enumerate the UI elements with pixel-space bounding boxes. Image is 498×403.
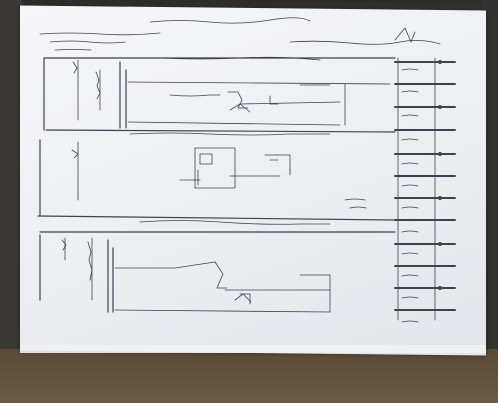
background-left xyxy=(0,0,22,403)
table-surface xyxy=(0,349,498,403)
header-scribbles xyxy=(39,17,441,51)
background-right xyxy=(482,0,498,403)
right-column-markers xyxy=(394,57,456,323)
outer-frame-lines xyxy=(37,57,396,301)
paper-lower-edge xyxy=(20,345,486,353)
section-one-drawing xyxy=(72,56,391,129)
section-three-drawing xyxy=(61,220,331,313)
section-two-drawing xyxy=(71,132,367,209)
